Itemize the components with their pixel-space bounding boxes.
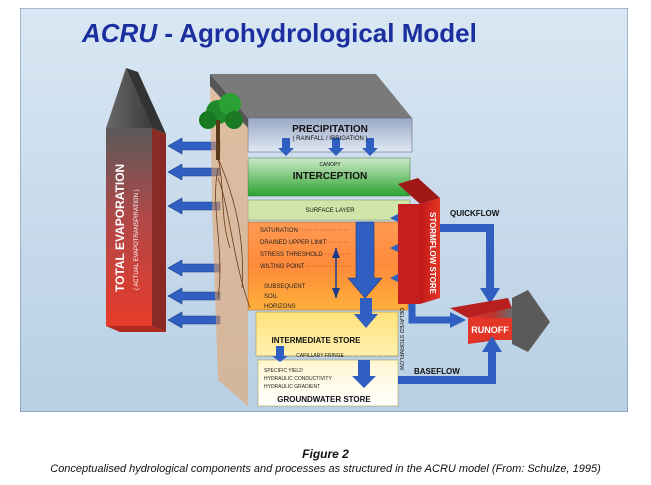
- evap-arrow-6: [167, 311, 221, 329]
- evaporation-arrows: [167, 137, 221, 329]
- hydraulic-gradient-label: HYDRAULIC GRADIENT: [264, 384, 320, 390]
- stormflow-inflow-arrows: [390, 214, 398, 282]
- percolation-arrows: [272, 221, 383, 388]
- title-rest: - Agrohydrological Model: [157, 18, 477, 48]
- roots-icon: [215, 157, 251, 309]
- subsequent-label: SUBSEQUENT: [264, 284, 306, 290]
- delayed-stormflow-arrow: DELAYED STORMFLOW: [398, 304, 466, 371]
- delayed-stormflow-label: DELAYED STORMFLOW: [398, 308, 404, 371]
- figure-caption-title: Figure 2: [302, 447, 349, 461]
- evap-arrow-5: [167, 287, 221, 305]
- tree-icon: [199, 93, 243, 160]
- interception-label: INTERCEPTION: [293, 171, 367, 182]
- specific-yield-label: SPECIFIC YIELD: [264, 368, 303, 374]
- horizons-label: HORIZONS: [264, 304, 296, 310]
- saturation-label: SATURATION: [260, 228, 298, 234]
- precipitation-sublabel: ( RAINFALL / IRRIGATION ): [292, 136, 367, 142]
- quickflow-label: QUICKFLOW: [450, 209, 500, 218]
- quickflow-arrow: QUICKFLOW: [440, 209, 500, 304]
- drained-upper-limit-label: DRAINED UPPER LIMIT: [260, 240, 327, 246]
- baseflow-label: BASEFLOW: [414, 367, 460, 376]
- diagram-title: ACRU - Agrohydrological Model: [81, 18, 477, 48]
- stormflow-store-label: STORMFLOW STORE: [428, 212, 437, 295]
- stress-threshold-label: STRESS THRESHOLD: [260, 252, 323, 258]
- evaporation-label: TOTAL EVAPORATION: [113, 164, 127, 292]
- hydraulic-conductivity-label: HYDRAULIC CONDUCTIVITY: [264, 376, 332, 382]
- title-acronym: ACRU: [81, 18, 158, 48]
- surface-layer-label: SURFACE LAYER: [305, 208, 355, 214]
- intermediate-store-label: INTERMEDIATE STORE: [271, 336, 361, 345]
- precipitation-label: PRECIPITATION: [292, 124, 368, 135]
- stormflow-store: STORMFLOW STORE: [398, 178, 440, 304]
- evaporation-sublabel: ( ACTUAL EVAPOTRANSPIRATION ): [134, 189, 140, 290]
- acru-diagram: ACRU - Agrohydrological Model TOTAL EVAP…: [20, 8, 628, 412]
- soil-threshold-lines: [258, 229, 398, 357]
- wilting-point-label: WILTING POINT: [260, 264, 305, 270]
- total-evaporation-tower: TOTAL EVAPORATION ( ACTUAL EVAPOTRANSPIR…: [106, 68, 166, 332]
- rainfall-arrows: [278, 138, 378, 156]
- evap-arrow-4: [167, 259, 221, 277]
- capillary-fringe-label: CAPILLARY FRINGE: [296, 353, 344, 359]
- soil-label: SOIL: [264, 294, 278, 300]
- baseflow-arrow: BASEFLOW: [398, 336, 502, 384]
- runoff-arrow: RUNOFF: [450, 290, 550, 352]
- groundwater-store-label: GROUNDWATER STORE: [277, 395, 371, 404]
- figure-caption-text: Conceptualised hydrological components a…: [50, 463, 601, 475]
- canopy-label: CANOPY: [319, 162, 341, 168]
- runoff-label: RUNOFF: [471, 325, 509, 335]
